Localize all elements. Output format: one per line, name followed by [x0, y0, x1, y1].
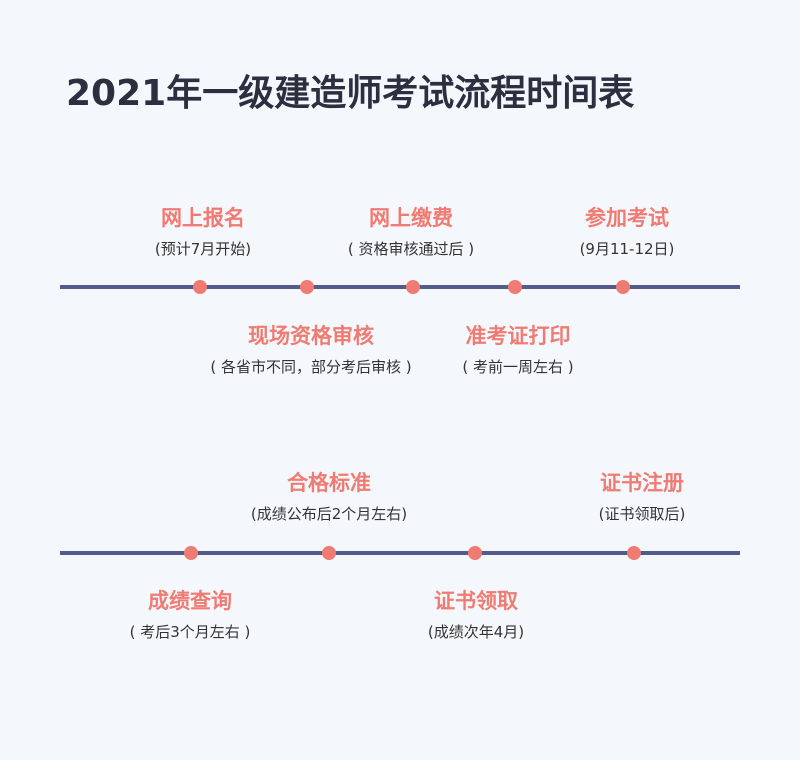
timeline-dot-1	[193, 280, 207, 294]
event-onsite-qualification-review: 现场资格审核 ( 各省市不同，部分考后审核 )	[210, 323, 411, 377]
timeline-dot-2	[300, 280, 314, 294]
timeline-line-1	[60, 285, 740, 289]
event-name: 准考证打印	[465, 324, 571, 348]
event-admission-ticket-print: 准考证打印 ( 考前一周左右 )	[462, 323, 573, 377]
event-name: 网上缴费	[369, 206, 453, 230]
event-name: 成绩查询	[147, 589, 232, 613]
event-name: 参加考试	[585, 206, 669, 230]
event-passing-standard: 合格标准 (成绩公布后2个月左右)	[251, 470, 407, 524]
timeline-dot-8	[468, 546, 482, 560]
timeline-dot-3	[406, 280, 420, 294]
event-certificate-registration: 证书注册 (证书领取后)	[599, 470, 686, 524]
timeline-dot-5	[616, 280, 630, 294]
event-desc: (成绩公布后2个月左右)	[250, 505, 408, 523]
timeline-dot-4	[508, 280, 522, 294]
event-desc: ( 考后3个月左右 )	[129, 623, 251, 641]
event-name: 合格标准	[287, 471, 371, 495]
timeline-dot-6	[184, 546, 198, 560]
timeline-line-2	[60, 551, 740, 555]
timeline-dot-7	[322, 546, 336, 560]
event-online-registration: 网上报名 (预计7月开始)	[155, 205, 251, 259]
event-name: 证书注册	[600, 471, 684, 495]
event-desc: (9月11-12日)	[579, 240, 675, 258]
event-desc: ( 考前一周左右 )	[462, 358, 574, 376]
page-title: 2021年一级建造师考试流程时间表	[66, 73, 635, 114]
timeline-dot-9	[627, 546, 641, 560]
event-desc: (成绩次年4月)	[427, 623, 525, 641]
event-online-payment: 网上缴费 ( 资格审核通过后 )	[348, 205, 474, 259]
event-take-exam: 参加考试 (9月11-12日)	[580, 205, 675, 259]
event-score-query: 成绩查询 ( 考后3个月左右 )	[130, 588, 251, 642]
event-name: 现场资格审核	[248, 324, 374, 348]
event-desc: (证书领取后)	[598, 505, 686, 523]
event-name: 证书领取	[434, 589, 518, 613]
event-certificate-collection: 证书领取 (成绩次年4月)	[428, 588, 524, 642]
event-desc: ( 各省市不同，部分考后审核 )	[210, 358, 412, 376]
event-desc: ( 资格审核通过后 )	[347, 240, 475, 258]
event-name: 网上报名	[161, 206, 245, 230]
event-desc: (预计7月开始)	[154, 240, 252, 258]
